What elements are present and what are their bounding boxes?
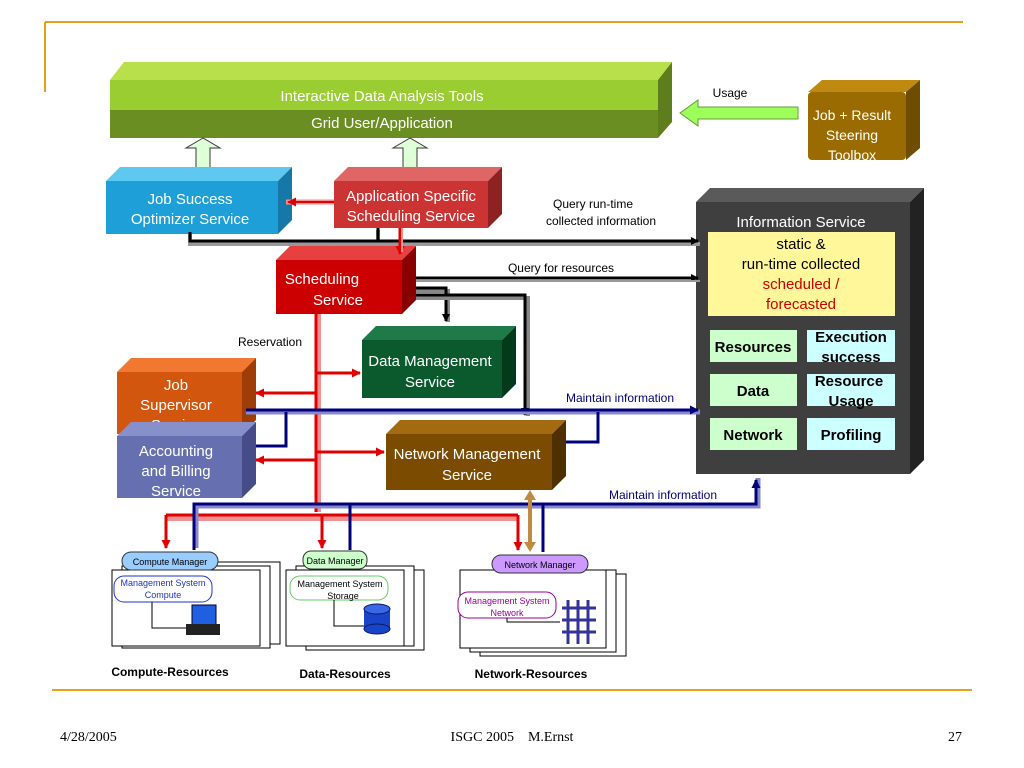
- steering-text-1: Job + Result: [813, 107, 891, 123]
- cell-execution: [807, 330, 895, 362]
- cell-resource-usage: [807, 374, 895, 406]
- network-ms-text-1: Management System: [464, 596, 549, 606]
- query-arrows: [188, 228, 700, 416]
- net-mgmt-text-1: Network Management: [394, 446, 542, 463]
- keyboard-icon: [186, 624, 220, 635]
- scheduling-service-box: Scheduling Service: [276, 246, 416, 314]
- query-runtime-label-2: collected information: [546, 214, 656, 228]
- data-management-box: Data Management Service: [362, 326, 516, 398]
- info-line-4: forecasted: [766, 296, 836, 313]
- footer-page-number: 27: [948, 730, 962, 745]
- info-line-2: run-time collected: [742, 256, 860, 273]
- cell-profiling: [807, 418, 895, 450]
- cell-usage-text-2: Usage: [828, 393, 873, 410]
- network-manager-link: [524, 490, 536, 552]
- network-resources-label: Network-Resources: [475, 667, 588, 681]
- usage-label: Usage: [713, 86, 748, 100]
- cell-network-text: Network: [723, 427, 783, 444]
- compute-resources-group: Compute Manager Management System Comput…: [111, 551, 281, 649]
- cell-execution-text-1: Execution: [815, 329, 887, 346]
- cell-execution-text-2: success: [821, 349, 880, 366]
- usage-arrow: [679, 99, 799, 127]
- information-service-box: Information Service static & run-time co…: [696, 188, 924, 474]
- data-manager-text: Data Manager: [306, 556, 363, 566]
- app-sched-text-1: Application Specific: [346, 188, 477, 205]
- query-resources-label: Query for resources: [508, 261, 614, 275]
- job-sup-text-2: Supervisor: [140, 397, 212, 414]
- job-success-text-1: Job Success: [147, 191, 232, 208]
- app-sched-text-2: Scheduling Service: [347, 208, 475, 225]
- compute-ms-text-2: Compute: [145, 590, 182, 600]
- accounting-text-3: Service: [151, 483, 201, 500]
- steering-toolbox: Job + Result Steering Toolbox: [808, 80, 920, 163]
- cell-data: [710, 374, 797, 406]
- job-supervisor-box: Job Supervisor Service: [117, 358, 256, 434]
- maintain-label-1: Maintain information: [566, 391, 674, 405]
- scheduling-text-2: Service: [313, 292, 363, 309]
- cell-resources: [710, 330, 797, 362]
- info-summary-panel: [708, 232, 895, 316]
- footer-center: ISGC 2005 M.Ernst: [451, 730, 574, 745]
- cell-network: [710, 418, 797, 450]
- cell-data-text: Data: [737, 383, 770, 400]
- compute-manager-text: Compute Manager: [133, 557, 208, 567]
- slide-frame: [44, 21, 972, 691]
- info-line-3: scheduled /: [763, 276, 841, 293]
- data-mgmt-text-1: Data Management: [368, 353, 492, 370]
- cell-usage-text-1: Resource: [815, 373, 883, 390]
- data-mgmt-text-2: Service: [405, 374, 455, 391]
- app-scheduling-box: Application Specific Scheduling Service: [334, 167, 502, 228]
- cell-profiling-text: Profiling: [821, 427, 882, 444]
- network-grid-icon: [562, 600, 596, 644]
- cell-resources-text: Resources: [715, 339, 792, 356]
- compute-resources-label: Compute-Resources: [111, 665, 229, 679]
- network-resources-group: Network Manager Management System Networ…: [457, 554, 627, 657]
- query-runtime-label-1: Query run-time: [553, 197, 633, 211]
- network-management-box: Network Management Service: [386, 420, 566, 490]
- job-success-text-2: Optimizer Service: [131, 211, 249, 228]
- footer-date: 4/28/2005: [60, 730, 117, 745]
- reservation-label: Reservation: [238, 335, 302, 349]
- accounting-text-2: and Billing: [141, 463, 210, 480]
- data-resources-label: Data-Resources: [299, 667, 391, 681]
- accounting-text-1: Accounting: [139, 443, 213, 460]
- interactive-tools-label: Interactive Data Analysis Tools: [280, 88, 483, 105]
- scheduling-text-1: Scheduling: [285, 271, 359, 288]
- maintain-label-2: Maintain information: [609, 488, 717, 502]
- network-ms-text-2: Network: [490, 608, 524, 618]
- monitor-icon: [191, 604, 217, 626]
- steering-text-3: Toolbox: [828, 147, 876, 163]
- data-ms-text-1: Management System: [297, 579, 382, 589]
- job-success-optimizer-box: Job Success Optimizer Service: [106, 167, 292, 234]
- grid-user-label: Grid User/Application: [311, 115, 453, 132]
- net-mgmt-text-2: Service: [442, 467, 492, 484]
- accounting-billing-box: Accounting and Billing Service: [117, 422, 256, 500]
- job-sup-text-1: Job: [164, 377, 188, 394]
- storage-icon: [363, 603, 391, 635]
- info-service-title: Information Service: [736, 214, 865, 231]
- compute-ms-text-1: Management System: [120, 578, 205, 588]
- compute-manager-pill: [121, 551, 219, 571]
- data-manager-pill: [302, 550, 368, 570]
- data-ms-text-2: Storage: [327, 591, 359, 601]
- maintain-arrows: [192, 405, 761, 552]
- steering-text-2: Steering: [826, 127, 878, 143]
- network-manager-text: Network Manager: [504, 560, 575, 570]
- data-resources-group: Data Manager Management System Storage: [285, 550, 425, 651]
- grid-user-bar: Interactive Data Analysis Tools Grid Use…: [110, 62, 672, 138]
- network-manager-pill: [491, 554, 589, 574]
- info-line-1: static &: [776, 236, 825, 253]
